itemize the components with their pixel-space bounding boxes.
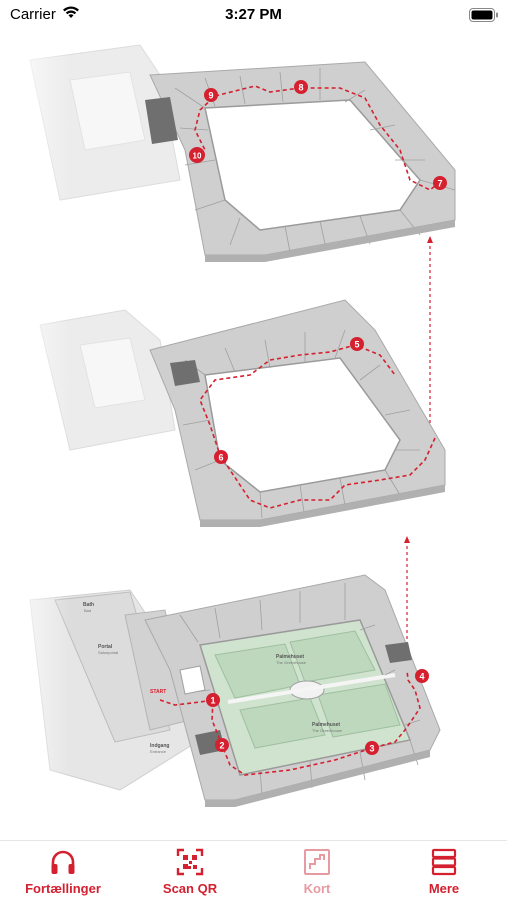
stop-marker-7[interactable]: 7 [433, 176, 447, 190]
tab-more-label: Mere [428, 881, 460, 896]
stop-marker-5[interactable]: 5 [350, 337, 364, 351]
battery-icon [469, 8, 498, 22]
tab-bar: Fortællinger Scan QR Kort Mere [0, 840, 507, 901]
svg-text:9: 9 [208, 91, 213, 101]
svg-text:START: START [150, 689, 166, 695]
tab-map[interactable]: Kort [254, 841, 380, 901]
stop-marker-4[interactable]: 4 [415, 669, 429, 683]
stop-marker-10[interactable]: 10 [189, 147, 205, 163]
qr-code-icon [176, 848, 204, 876]
svg-text:Entrance: Entrance [150, 749, 167, 754]
svg-text:Bath: Bath [83, 602, 94, 608]
tab-map-label: Kort [303, 881, 331, 896]
stop-marker-6[interactable]: 6 [214, 450, 228, 464]
svg-text:The Greenhouse: The Greenhouse [312, 728, 343, 733]
svg-text:Portal: Portal [98, 644, 113, 650]
floor-ground: Bath Bad Portal Salonportal START Indgan… [29, 574, 441, 807]
svg-text:Indgang: Indgang [150, 743, 169, 749]
stop-marker-1[interactable]: 1 [206, 693, 220, 707]
svg-text:1: 1 [210, 696, 215, 706]
svg-text:7: 7 [437, 179, 442, 189]
svg-text:Bad: Bad [84, 608, 91, 613]
svg-text:2: 2 [219, 741, 224, 751]
stop-marker-3[interactable]: 3 [365, 741, 379, 755]
svg-text:Palmehuset: Palmehuset [312, 722, 340, 728]
floor-middle: 5 6 [39, 299, 446, 527]
svg-text:8: 8 [298, 83, 303, 93]
status-bar: Carrier 3:27 PM [0, 0, 507, 30]
tab-stories[interactable]: Fortællinger [0, 841, 126, 901]
svg-text:6: 6 [218, 453, 223, 463]
map-fade [0, 30, 70, 840]
carrier-label: Carrier [10, 6, 56, 23]
svg-text:3: 3 [369, 744, 374, 754]
svg-text:5: 5 [354, 340, 359, 350]
tab-scan-qr[interactable]: Scan QR [127, 841, 253, 901]
tab-stories-label: Fortællinger [25, 881, 101, 896]
menu-icon [431, 848, 457, 876]
stop-marker-8[interactable]: 8 [294, 80, 308, 94]
wifi-icon [63, 6, 79, 18]
svg-text:10: 10 [193, 152, 202, 161]
svg-text:4: 4 [419, 672, 424, 682]
svg-text:Salonportal: Salonportal [98, 650, 118, 655]
floor-top: 7 8 9 10 [29, 44, 456, 262]
stop-marker-2[interactable]: 2 [215, 738, 229, 752]
svg-text:The Greenhouse: The Greenhouse [276, 660, 307, 665]
floor-map-drawing: 7 8 9 10 [0, 30, 456, 840]
tab-scan-qr-label: Scan QR [162, 881, 218, 896]
tab-more[interactable]: Mere [381, 841, 507, 901]
stop-marker-9[interactable]: 9 [204, 88, 218, 102]
floor-map[interactable]: 7 8 9 10 [0, 30, 507, 840]
stairs-map-icon [304, 849, 330, 875]
clock: 3:27 PM [225, 6, 282, 23]
svg-text:Palmehuset: Palmehuset [276, 654, 304, 660]
headphones-icon [51, 850, 75, 874]
